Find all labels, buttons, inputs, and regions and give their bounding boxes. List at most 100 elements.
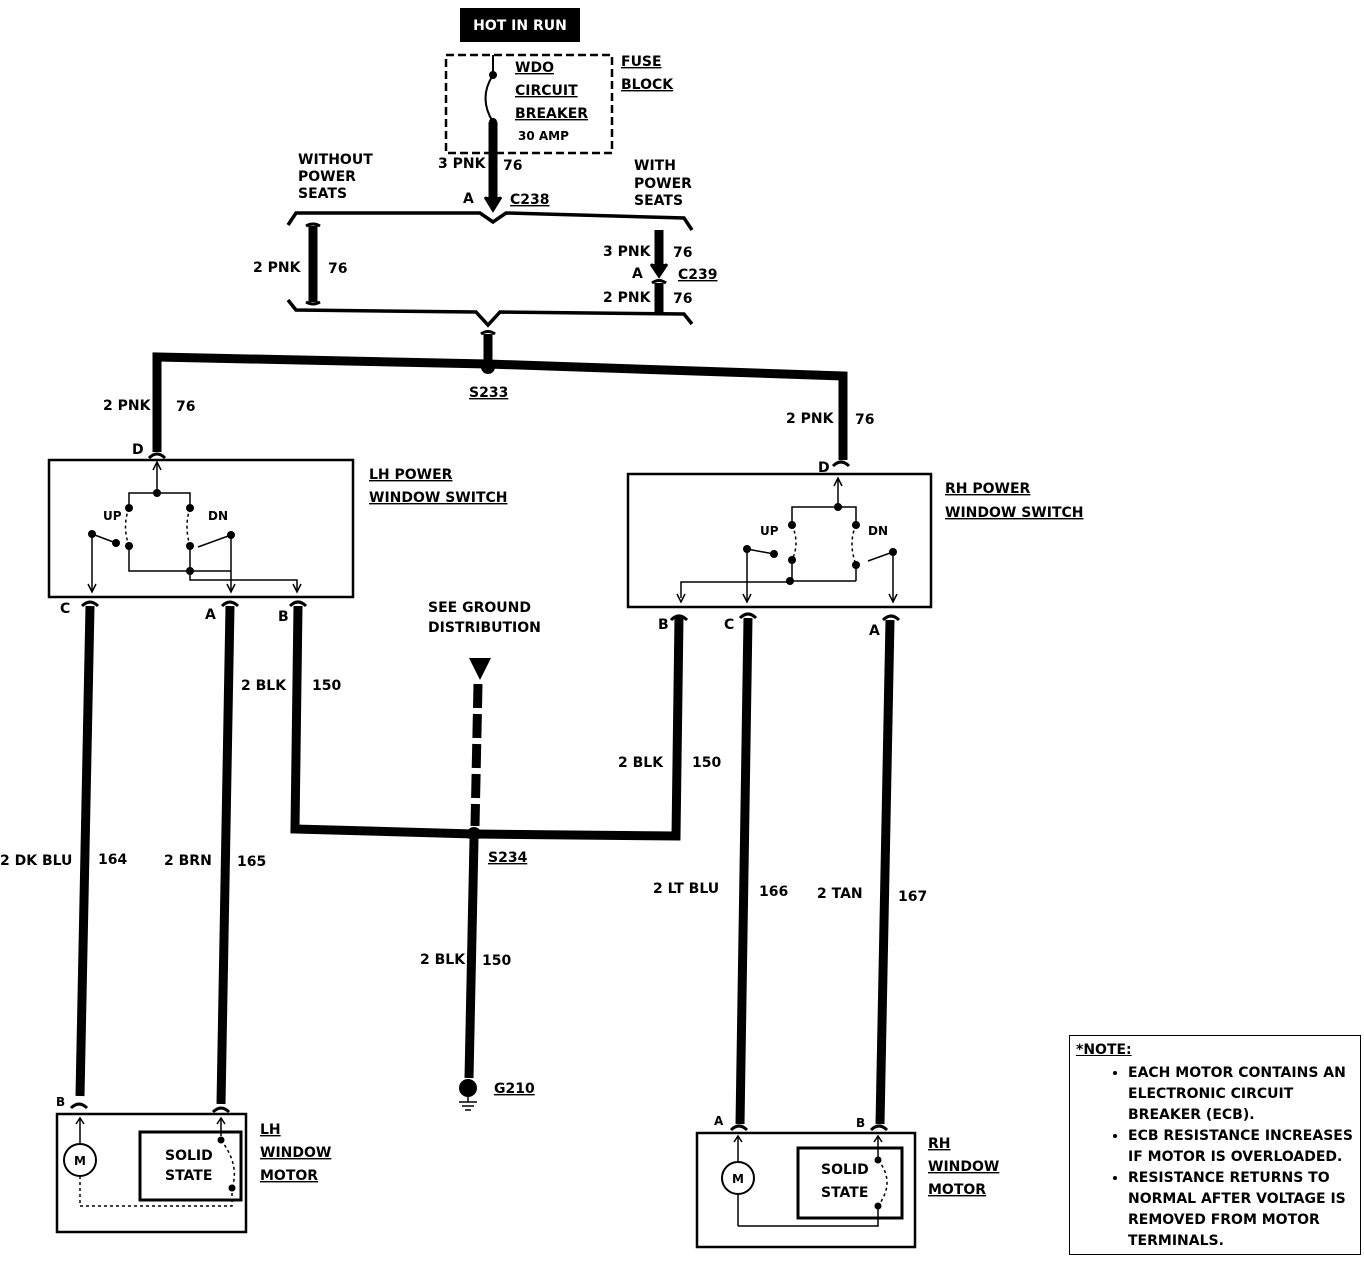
- wire-76-lh-circuit: 76: [176, 399, 195, 415]
- lh-motor-m: M: [74, 1154, 86, 1168]
- rh-switch-pin-d: D: [818, 460, 830, 476]
- ground-dist-label-2: DISTRIBUTION: [428, 620, 541, 636]
- with-seats-2: POWER: [634, 176, 692, 192]
- wire-76-top-label: 3 PNK: [438, 156, 487, 172]
- lh-switch-pin-c: C: [60, 601, 70, 617]
- rh-solid-state-1: SOLID: [821, 1162, 869, 1178]
- with-seats-3: SEATS: [634, 193, 683, 209]
- rh-motor-label-2: WINDOW: [928, 1159, 999, 1175]
- wire-150-lh-circuit: 150: [312, 678, 341, 694]
- wire-76-with-upper-label: 3 PNK: [603, 244, 652, 260]
- wire-76-rh-circuit: 76: [855, 412, 874, 428]
- option-bracket-bottom: [286, 298, 694, 328]
- note-item: EACH MOTOR CONTAINS AN ELECTRONIC CIRCUI…: [1128, 1063, 1354, 1126]
- wire-76-with-lower-label: 2 PNK: [603, 290, 652, 306]
- wire-166-label: 2 LT BLU: [653, 881, 719, 897]
- wire-166-circuit: 166: [759, 884, 788, 900]
- breaker-label-3: BREAKER: [515, 106, 588, 122]
- lh-motor-label-3: MOTOR: [260, 1168, 318, 1184]
- note-title: *NOTE:: [1076, 1042, 1132, 1058]
- wire-165-circuit: 165: [237, 854, 266, 870]
- lh-motor-label-2: WINDOW: [260, 1145, 331, 1161]
- wire-167-label: 2 TAN: [817, 886, 863, 902]
- wire-76-lh-label: 2 PNK: [103, 398, 152, 414]
- wire-150-g210-label: 2 BLK: [420, 952, 466, 968]
- note-list: EACH MOTOR CONTAINS AN ELECTRONIC CIRCUI…: [1076, 1063, 1354, 1252]
- rh-solid-state-2: STATE: [821, 1185, 868, 1201]
- g210-label: G210: [494, 1081, 535, 1097]
- ground-symbol: [459, 1097, 477, 1111]
- rh-motor-pin-a: A: [714, 1114, 724, 1128]
- lh-solid-state-2: STATE: [165, 1168, 212, 1184]
- wire-165-label: 2 BRN: [164, 853, 212, 869]
- breaker-label-2: CIRCUIT: [515, 83, 578, 99]
- lh-switch-label-1: LH POWER: [369, 467, 453, 483]
- rh-switch-pin-c: C: [724, 617, 734, 633]
- lh-motor-box: [55, 1112, 248, 1234]
- lh-solid-state-1: SOLID: [165, 1148, 213, 1164]
- wire-150-to-g210: [464, 839, 479, 1079]
- rh-switch-contacts: [743, 503, 897, 585]
- wire-76-without-circuit: 76: [328, 261, 347, 277]
- s233-label: S233: [469, 385, 508, 401]
- wire-76-with-upper-circuit: 76: [673, 245, 692, 261]
- wire-164-label: 2 DK BLU: [0, 853, 72, 869]
- breaker-rating: 30 AMP: [518, 129, 569, 143]
- c239-connector: [649, 263, 669, 279]
- c239-label: C239: [678, 267, 718, 283]
- rh-switch-box: [626, 472, 933, 609]
- rh-switch-label-2: WINDOW SWITCH: [945, 505, 1083, 521]
- lh-switch-pin-d: D: [132, 442, 144, 458]
- rh-motor-internals: [733, 1134, 888, 1227]
- rh-motor-box: [695, 1131, 917, 1249]
- rh-switch-dn: DN: [868, 524, 888, 538]
- ground-dist-wire: [470, 683, 483, 827]
- ground-dist-label-1: SEE GROUND: [428, 600, 531, 616]
- rh-switch-up: UP: [760, 524, 779, 538]
- note-item: RESISTANCE RETURNS TO NORMAL AFTER VOLTA…: [1128, 1168, 1354, 1252]
- with-seats-1: WITH: [634, 158, 676, 174]
- without-seats-2: POWER: [298, 169, 356, 185]
- wire-150-rh-label: 2 BLK: [618, 755, 664, 771]
- without-seats-1: WITHOUT: [298, 152, 373, 168]
- rh-switch-pin-b: B: [658, 617, 669, 633]
- wire-76-distribution: [152, 352, 848, 460]
- breaker-element: [484, 74, 494, 123]
- g210-ground: [459, 1079, 477, 1097]
- lh-switch-dn: DN: [208, 509, 228, 523]
- lh-switch-pin-b: B: [278, 609, 289, 625]
- rh-motor-label-3: MOTOR: [928, 1182, 986, 1198]
- c238-pin: A: [463, 191, 474, 207]
- option-bracket-top: [286, 211, 694, 231]
- wire-150-rh-circuit: 150: [692, 755, 721, 771]
- ground-dist-arrow: [469, 658, 491, 680]
- rh-switch-internals: [676, 476, 898, 604]
- lh-switch-box: [47, 458, 355, 599]
- rh-switch-label-1: RH POWER: [945, 481, 1031, 497]
- wire-165: [216, 605, 235, 1105]
- wire-167: [875, 619, 895, 1125]
- wire-76-top-circuit: 76: [503, 158, 522, 174]
- wire-76-with-lower-circuit: 76: [673, 291, 692, 307]
- lh-switch-up: UP: [103, 509, 122, 523]
- wire-76-without-label: 2 PNK: [253, 260, 302, 276]
- rh-switch-pin-a: A: [869, 623, 880, 639]
- s234-label: S234: [488, 850, 528, 866]
- note-box: *NOTE: EACH MOTOR CONTAINS AN ELECTRONIC…: [1069, 1035, 1361, 1255]
- hot-in-run-box: [460, 8, 580, 42]
- lh-solid-state-box: [138, 1130, 243, 1202]
- wire-150-lh-label: 2 BLK: [241, 678, 287, 694]
- rh-motor-pin-b: B: [856, 1116, 865, 1130]
- lh-switch-internals: [87, 460, 302, 594]
- c239-pin: A: [632, 266, 643, 282]
- breaker-label-1: WDO: [515, 60, 554, 76]
- lh-motor-internals: [75, 1116, 236, 1207]
- rh-motor-label-1: RH: [928, 1136, 951, 1152]
- wire-167-circuit: 167: [898, 889, 927, 905]
- s234-splice: [467, 827, 481, 841]
- c238-connector: [483, 196, 503, 213]
- fuse-block-label-1: FUSE: [621, 54, 662, 70]
- lh-switch-label-2: WINDOW SWITCH: [369, 490, 507, 506]
- wire-76-rh-label: 2 PNK: [786, 411, 835, 427]
